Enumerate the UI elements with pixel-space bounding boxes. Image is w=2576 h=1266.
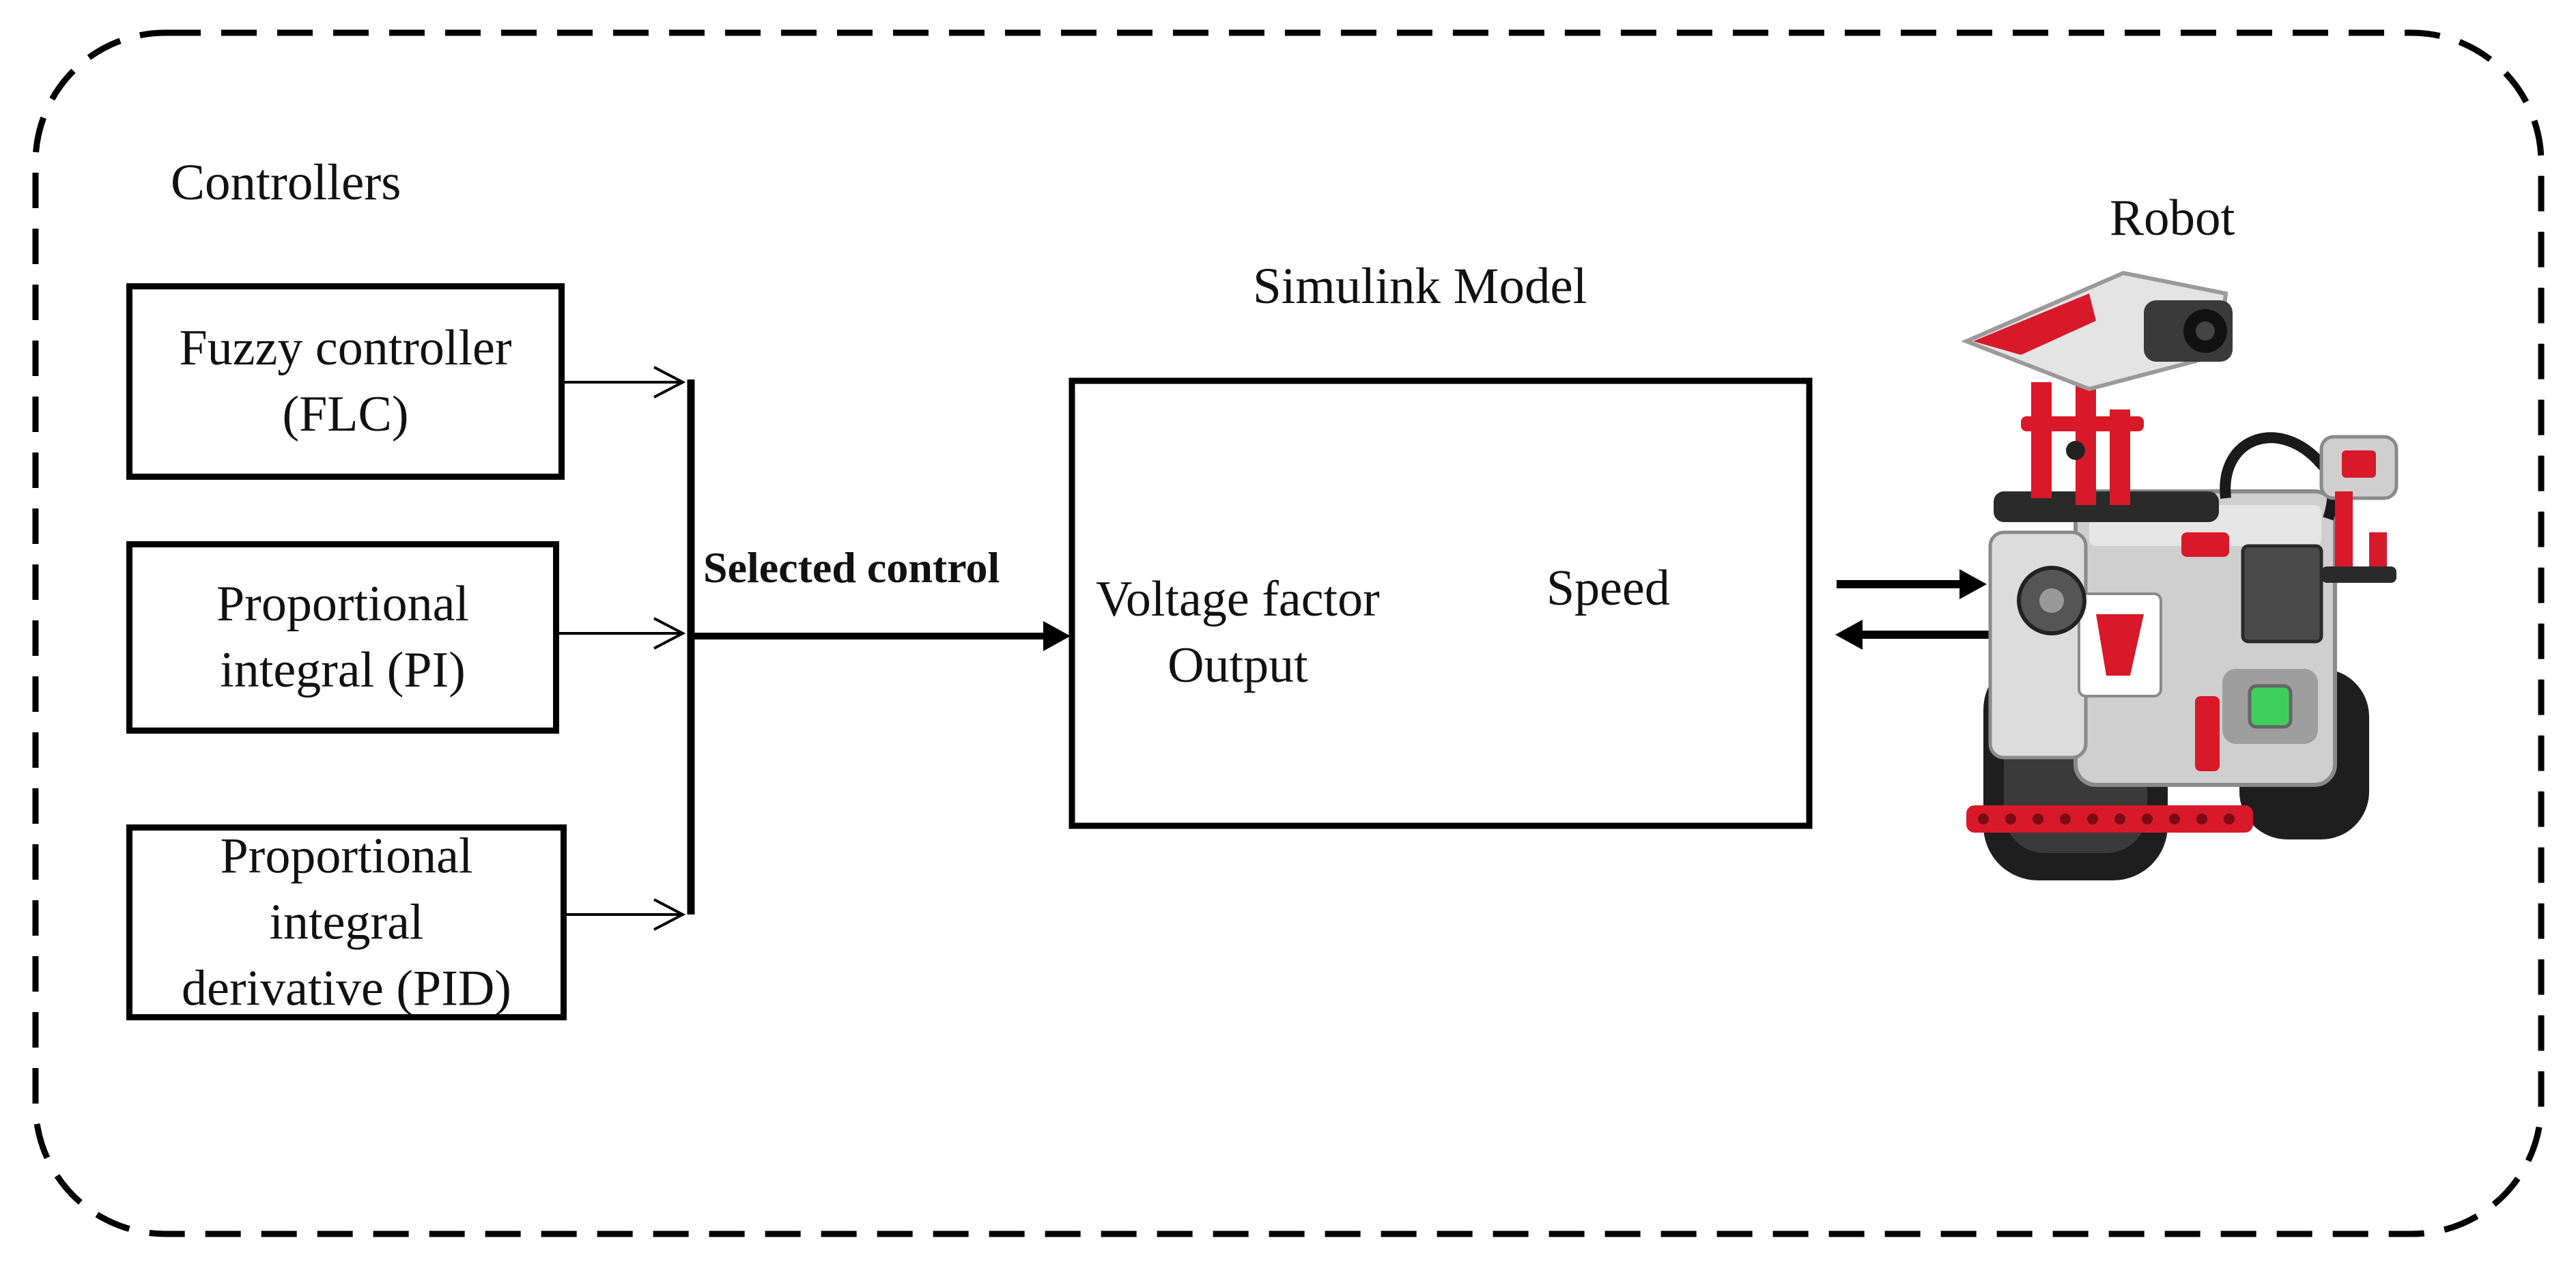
simulink-title: Simulink Model	[1253, 258, 1587, 315]
robot-arm-right	[2319, 435, 2398, 583]
selected-control-arrow	[691, 621, 1071, 651]
dashed-frame	[32, 29, 2545, 1237]
ev3-buttons	[2222, 669, 2318, 744]
controllers-title: Controllers	[171, 154, 401, 211]
robot-head	[1961, 270, 2233, 392]
pi-controller-box: Proportional integral (PI)	[126, 541, 559, 734]
speed-label: Speed	[1546, 560, 1670, 616]
robot-illustration	[1961, 270, 2398, 880]
simulink-box	[1068, 377, 1813, 829]
fuzzy-controller-label: Fuzzy controller (FLC)	[179, 320, 512, 442]
pi-controller-label: Proportional integral (PI)	[216, 576, 469, 698]
ev3-screen	[2241, 544, 2323, 644]
selected-control-label: Selected control	[703, 543, 1000, 592]
controller-arrows	[558, 366, 686, 931]
robot-title: Robot	[2110, 190, 2235, 246]
pid-controller-box: Proportional integral derivative (PID)	[126, 824, 567, 1020]
fuzzy-controller-box: Fuzzy controller (FLC)	[126, 283, 565, 480]
voltage-factor-label: Voltage factor Output	[1096, 571, 1380, 693]
pid-controller-label: Proportional integral derivative (PID)	[182, 828, 511, 1016]
robot-link-arrows	[1835, 569, 2004, 650]
